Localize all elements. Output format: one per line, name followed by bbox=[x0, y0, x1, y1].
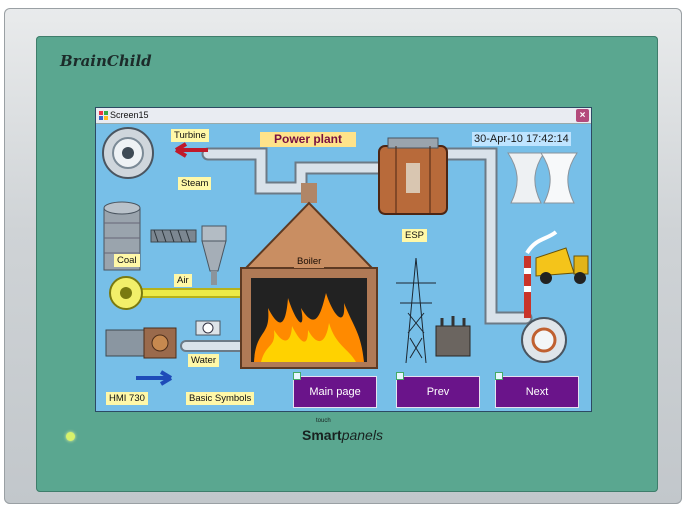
steam-label: Steam bbox=[178, 177, 212, 190]
dump-truck-icon bbox=[535, 247, 589, 284]
main-page-label: Main page bbox=[309, 386, 361, 398]
logo-rest: panels bbox=[341, 427, 383, 443]
page-title: Power plant bbox=[260, 132, 356, 147]
hopper-icon bbox=[201, 225, 227, 285]
power-led-icon bbox=[66, 432, 75, 441]
button-indicator-icon bbox=[293, 372, 301, 380]
flow-meter-icon bbox=[195, 320, 221, 336]
basic-symbols-label: Basic Symbols bbox=[186, 392, 255, 405]
window-app-icon bbox=[99, 111, 108, 120]
main-page-button[interactable]: Main page bbox=[293, 372, 377, 408]
brand-logo: BrainChild bbox=[60, 52, 152, 70]
water-pump-icon bbox=[105, 327, 177, 359]
transmission-tower-icon bbox=[396, 257, 436, 364]
next-label: Next bbox=[525, 386, 549, 398]
hmi-screen: Screen15 × bbox=[96, 108, 591, 411]
prev-label: Prev bbox=[426, 386, 450, 398]
window-title: Screen15 bbox=[110, 110, 149, 120]
transformer-icon bbox=[435, 316, 471, 357]
boiler-label: Boiler bbox=[294, 255, 325, 268]
boiler-icon bbox=[240, 183, 378, 369]
turbine-icon bbox=[102, 127, 154, 179]
process-diagram bbox=[102, 127, 589, 386]
button-indicator-icon bbox=[495, 372, 503, 380]
id-fan-icon bbox=[521, 317, 567, 363]
logo-bold: Smart bbox=[302, 427, 342, 443]
blue-arrow-icon bbox=[136, 370, 173, 386]
chimney-icon bbox=[524, 230, 558, 318]
prev-button[interactable]: Prev bbox=[396, 372, 480, 408]
coal-label: Coal bbox=[114, 254, 140, 267]
esp-label: ESP bbox=[402, 229, 428, 242]
cooling-tower-icon bbox=[507, 152, 578, 204]
air-label: Air bbox=[174, 274, 192, 287]
conveyor-icon bbox=[150, 229, 197, 243]
next-button[interactable]: Next bbox=[495, 372, 579, 408]
air-blower-icon bbox=[109, 276, 143, 310]
turbine-label: Turbine bbox=[171, 129, 209, 142]
esp-icon bbox=[378, 137, 448, 215]
window-titlebar: Screen15 × bbox=[96, 108, 591, 124]
logo-prefix: touch bbox=[316, 418, 331, 424]
model-label: HMI 730 bbox=[106, 392, 148, 405]
button-indicator-icon bbox=[396, 372, 404, 380]
flow-arrow-icon bbox=[174, 142, 208, 158]
datetime-display: 30-Apr-10 17:42:14 bbox=[472, 132, 571, 146]
water-label: Water bbox=[188, 354, 219, 367]
close-button[interactable]: × bbox=[576, 109, 589, 122]
